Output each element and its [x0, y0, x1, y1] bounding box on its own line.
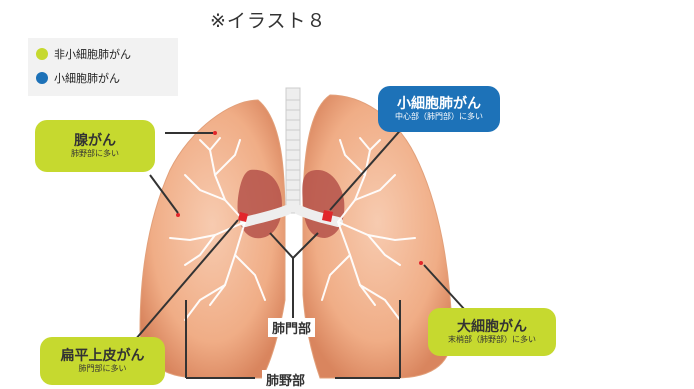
- tumor-large-cell: [419, 261, 423, 265]
- hilum-label: 肺門部: [268, 318, 316, 337]
- legend-swatch-green: [36, 48, 48, 60]
- callout-squamous-sub: 肺門部に多い: [78, 364, 127, 374]
- callout-squamous: 扁平上皮がん 肺門部に多い: [40, 337, 165, 385]
- callout-large-cell-sub: 末梢部（肺野部）に多い: [448, 335, 536, 345]
- callout-adeno-title: 腺がん: [74, 133, 116, 150]
- tumor-adeno: [213, 131, 217, 135]
- peripheral-label: 肺野部: [262, 370, 310, 389]
- callout-adeno: 腺がん 肺野部に多い: [35, 120, 155, 172]
- callout-large-cell-title: 大細胞がん: [457, 319, 527, 336]
- callout-large-cell: 大細胞がん 末梢部（肺野部）に多い: [428, 308, 556, 356]
- legend-item-small-cell: 小細胞肺がん: [36, 70, 120, 86]
- illustration-title: ※イラスト８: [210, 10, 327, 32]
- tumor-small-cell: [322, 210, 333, 222]
- callout-small-cell-title: 小細胞肺がん: [397, 96, 481, 113]
- legend-swatch-blue: [36, 72, 48, 84]
- right-bronchus: [294, 205, 343, 227]
- callout-squamous-title: 扁平上皮がん: [60, 348, 145, 365]
- hilum-indicator: [269, 232, 319, 318]
- right-bronchial-tree: [321, 137, 416, 321]
- legend-label: 非小細胞肺がん: [54, 48, 131, 61]
- legend-label: 小細胞肺がん: [54, 72, 120, 85]
- legend: 非小細胞肺がん 小細胞肺がん: [28, 38, 178, 96]
- callout-adeno-sub: 肺野部に多い: [71, 149, 119, 159]
- peripheral-bracket: [185, 300, 401, 379]
- legend-item-non-small-cell: 非小細胞肺がん: [36, 46, 131, 62]
- callout-small-cell-sub: 中心部（肺門部）に多い: [395, 112, 483, 122]
- leader-lines: [134, 124, 466, 341]
- callout-small-cell: 小細胞肺がん 中心部（肺門部）に多い: [378, 86, 500, 132]
- tumor-adeno-2: [176, 213, 180, 217]
- left-bronchus: [240, 205, 292, 227]
- tumor-squamous: [238, 212, 248, 222]
